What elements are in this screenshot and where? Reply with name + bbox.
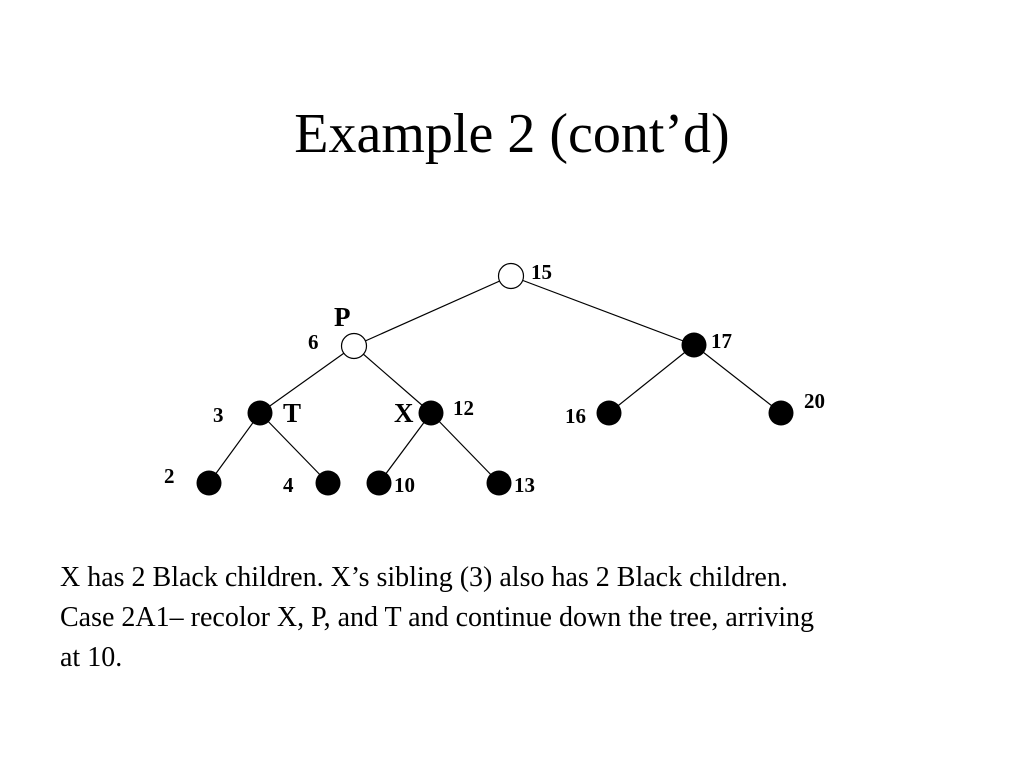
- edge-6-3: [259, 345, 355, 414]
- node-2-key: 2: [164, 464, 175, 488]
- node-13: [486, 470, 512, 496]
- node-6: [340, 332, 368, 360]
- node-12: [418, 400, 444, 426]
- slide-title: Example 2 (cont’d): [294, 103, 730, 165]
- node-20: [768, 400, 794, 426]
- node-3-key: 3: [213, 403, 224, 427]
- node-16: [596, 400, 622, 426]
- node-4-key: 4: [283, 473, 294, 497]
- slide-caption: X has 2 Black children. X’s sibling (3) …: [60, 558, 1000, 678]
- node-13-key: 13: [514, 473, 535, 497]
- node-10: [366, 470, 392, 496]
- node-3-tag-t: T: [283, 398, 301, 428]
- node-6-tag-p: P: [334, 302, 351, 332]
- node-12-key: 12: [453, 396, 474, 420]
- node-15: [497, 262, 525, 290]
- node-20-key: 20: [804, 389, 825, 413]
- caption-line-2: Case 2A1– recolor X, P, and T and contin…: [60, 602, 815, 633]
- edge-3-2: [208, 412, 261, 484]
- edge-15-17: [510, 275, 695, 346]
- node-3: [247, 400, 273, 426]
- node-16-key: 16: [565, 404, 586, 428]
- node-4: [315, 470, 341, 496]
- edge-17-16: [608, 344, 695, 414]
- node-17: [681, 332, 707, 358]
- edge-12-13: [430, 412, 500, 484]
- edge-12-10: [378, 412, 432, 484]
- caption-line-1: X has 2 Black children. X’s sibling (3) …: [60, 562, 788, 593]
- node-15-key: 15: [531, 260, 552, 284]
- node-12-tag-x: X: [394, 398, 414, 428]
- node-17-key: 17: [711, 329, 732, 353]
- caption-line-3: at 10.: [60, 642, 123, 673]
- edge-6-12: [353, 345, 432, 414]
- edge-3-4: [259, 412, 329, 484]
- node-2: [196, 470, 222, 496]
- node-6-key: 6: [308, 330, 319, 354]
- tree-edges: [208, 275, 782, 484]
- node-10-key: 10: [394, 473, 415, 497]
- edge-17-20: [693, 344, 782, 414]
- edge-15-6: [353, 275, 512, 347]
